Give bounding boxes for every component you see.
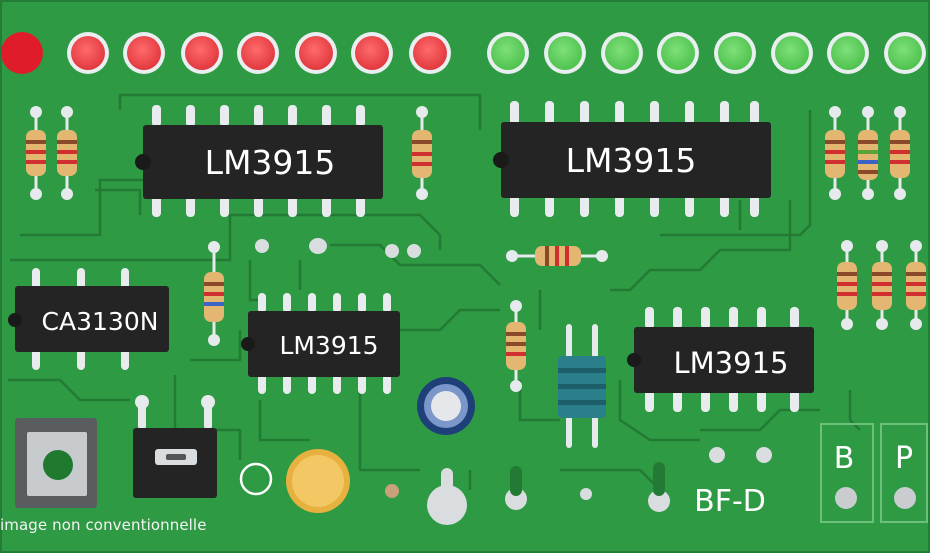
chip-label: LM3915	[279, 331, 378, 360]
ic-chip-lm3915-middle: LM3915	[241, 293, 400, 394]
chip-label: LM3915	[674, 346, 789, 380]
resistor-vertical	[412, 106, 432, 200]
solder-pads	[255, 238, 772, 525]
resistor-vertical-center	[506, 300, 526, 392]
ic-chip-lm3915-top-right: LM3915	[493, 101, 771, 217]
ic-chip-ca3130n: CA3130N	[8, 268, 169, 370]
connector-p-label: P	[895, 441, 913, 476]
led-row-green	[487, 32, 926, 74]
slide-switch	[133, 395, 217, 498]
small-led-outline	[239, 462, 273, 496]
chip-label: LM3915	[566, 141, 697, 180]
ic-chip-lm3915-bottom-right: LM3915	[627, 307, 814, 412]
red-led	[1, 32, 43, 74]
caption: image non conventionnelle	[0, 516, 207, 534]
ic-chip-lm3915-top-left: LM3915	[135, 105, 383, 217]
resistor-trio-middle-right	[837, 240, 926, 330]
capacitor	[417, 377, 475, 435]
resistor-horizontal	[506, 246, 608, 266]
resistor-pair-left	[26, 106, 77, 200]
led-row-red	[1, 32, 451, 74]
connector-p: P	[880, 423, 928, 523]
resistor-vertical-mid-left	[204, 241, 224, 346]
resistor-trio-top-right	[825, 106, 910, 200]
chip-label: CA3130N	[42, 307, 159, 336]
chip-label: LM3915	[205, 143, 336, 182]
board-id-label: BF-D	[694, 484, 766, 519]
yellow-led	[286, 449, 350, 513]
connector-b-label: B	[834, 441, 855, 476]
blue-component	[558, 324, 606, 448]
connector-b: B	[820, 423, 874, 523]
push-button-switch	[15, 418, 97, 508]
